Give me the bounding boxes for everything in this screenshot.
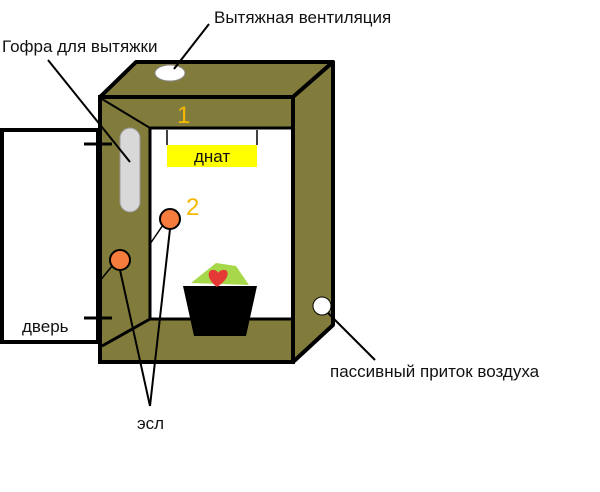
lamp-label: днат	[194, 147, 230, 166]
lamp	[167, 145, 257, 167]
esl-bulb-lower	[109, 249, 131, 271]
exhaust-vent-hole	[154, 64, 186, 82]
door-label: дверь	[22, 317, 69, 336]
box-side	[291, 60, 335, 364]
esl-bulb-upper-stem	[149, 224, 164, 245]
plant-pot	[183, 286, 257, 336]
heart-icon	[208, 269, 228, 287]
exhaust-vent-label: Вытяжная вентиляция	[214, 8, 391, 27]
interior-edge-ceiling	[101, 98, 151, 129]
passive-inlet-leader	[327, 312, 376, 361]
esl-bulb-lower-stem	[98, 265, 113, 283]
exhaust-vent-leader	[173, 23, 210, 70]
exhaust-duct	[119, 127, 141, 213]
interior-edge-floor	[101, 317, 151, 348]
passive-inlet-hole	[312, 296, 332, 316]
esl-label: эсл	[137, 414, 164, 433]
esl-leader-upper	[149, 228, 171, 407]
esl-bulb-upper	[159, 208, 181, 230]
esl-leader-lower	[119, 269, 151, 407]
exhaust-duct-label: Гофра для вытяжки	[2, 37, 157, 56]
marker-two: 2	[186, 194, 199, 221]
exhaust-duct-leader	[47, 59, 131, 163]
door	[0, 128, 100, 344]
passive-inlet-label: пассивный приток воздуха	[330, 362, 540, 381]
marker-one: 1	[177, 102, 190, 129]
